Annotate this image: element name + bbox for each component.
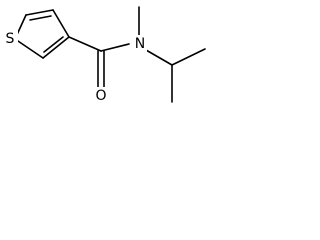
atom-nitrogen-label: N (135, 36, 145, 52)
atom-oxygen: O (94, 87, 108, 104)
bond-c4-c5 (42, 36, 70, 59)
bond-c2-c3 (25, 9, 54, 16)
bond-c4-carbonyl (68, 36, 102, 52)
bond-c4-c5-inner (43, 36, 64, 53)
bond-carbonyl-nitrogen (100, 43, 130, 52)
atom-sulfur-label: S (6, 31, 15, 47)
molecule-structure: S N O (4, 6, 206, 104)
bond-isopropyl-right (171, 48, 206, 66)
atom-sulfur: S (4, 30, 18, 47)
atom-nitrogen: N (133, 35, 147, 52)
bond-c2-c3-inner (29, 15, 52, 21)
bond-c3-c4 (52, 9, 70, 38)
atom-oxygen-label: O (95, 88, 106, 104)
bond-c5-s (14, 38, 44, 59)
bond-nitrogen-isopropyl (145, 49, 173, 66)
